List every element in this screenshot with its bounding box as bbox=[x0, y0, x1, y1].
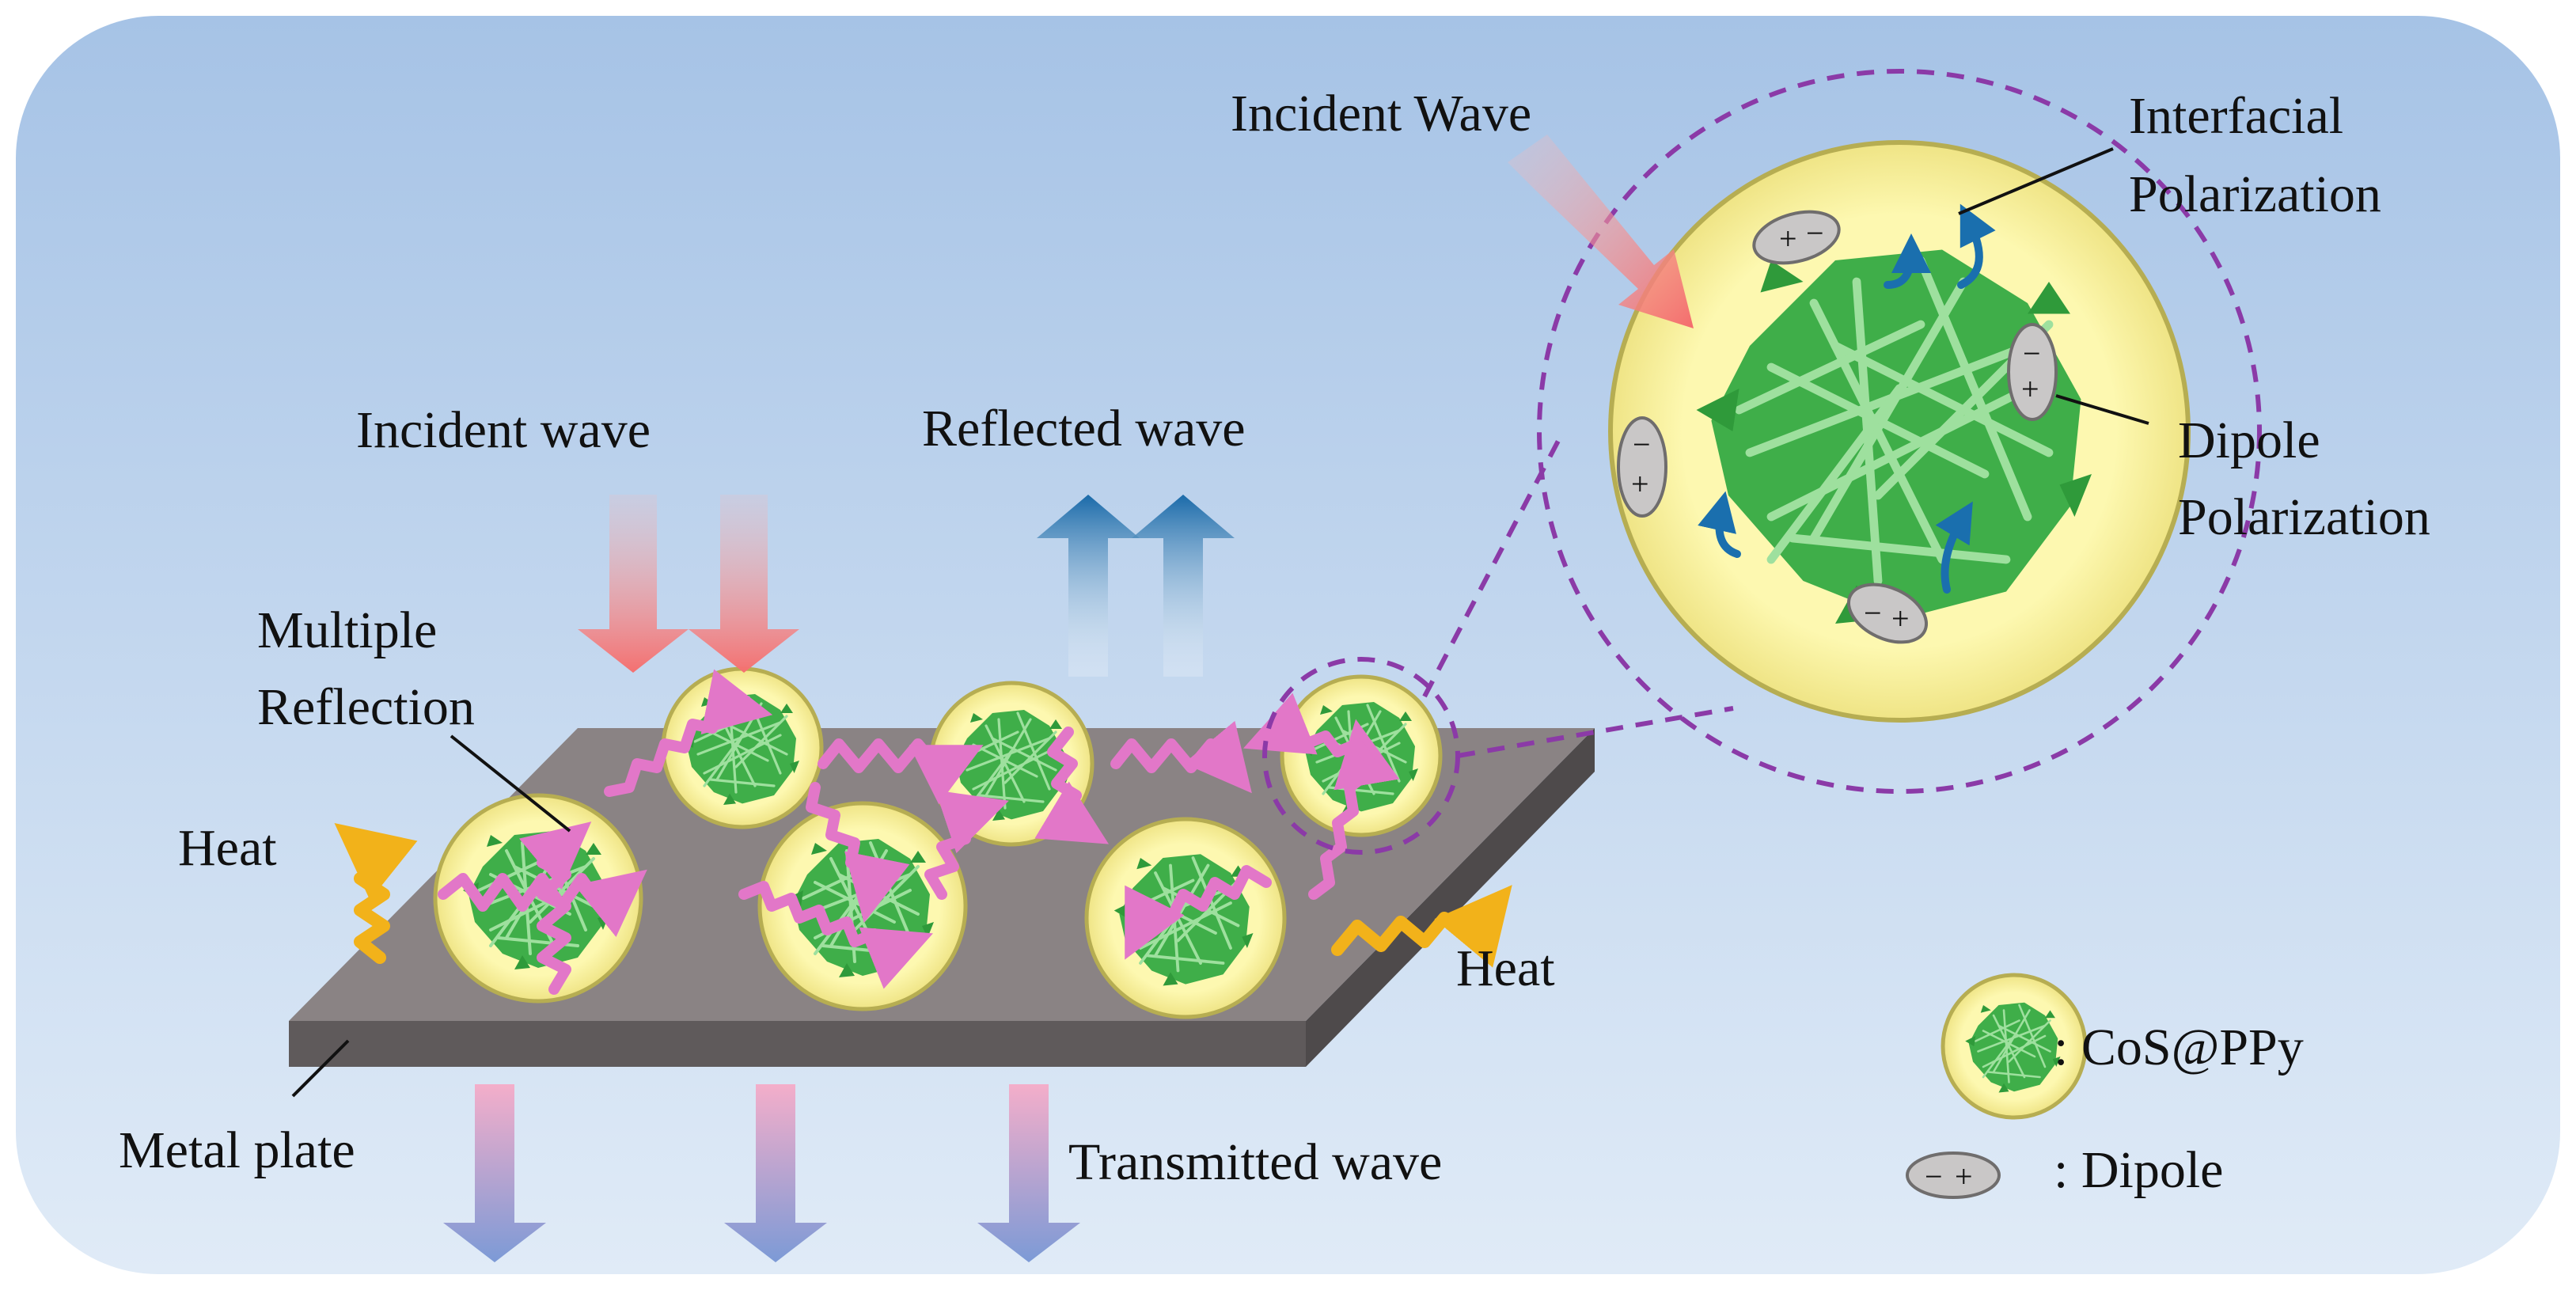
particle-5 bbox=[1084, 817, 1287, 1019]
dipole-3: − + bbox=[1617, 416, 1667, 518]
heat-waves bbox=[334, 823, 1512, 968]
svg-text:+: + bbox=[2021, 371, 2039, 407]
reflected-arrows bbox=[1037, 495, 1235, 677]
svg-text:+: + bbox=[1955, 1159, 1973, 1194]
label-metal-plate: Metal plate bbox=[119, 1121, 355, 1179]
legend-dipole-swatch: − + bbox=[1906, 1152, 2001, 1199]
zoomed-particle bbox=[1608, 140, 2191, 723]
interfacial-polarization-arrows bbox=[1698, 203, 1996, 594]
label-transmitted-wave: Transmitted wave bbox=[1068, 1133, 1442, 1191]
label-incident-wave: Incident wave bbox=[356, 401, 651, 459]
big-incident-arrow bbox=[1508, 135, 1694, 328]
svg-text:+: + bbox=[1779, 221, 1797, 256]
label-interfacial-line1: Interfacial bbox=[2129, 87, 2343, 145]
incident-arrows bbox=[578, 495, 799, 673]
leader-lines bbox=[291, 147, 2149, 1098]
dipole-2: − + bbox=[2007, 323, 2058, 421]
svg-text:+: + bbox=[1631, 466, 1649, 502]
label-multiple-line2: Reflection bbox=[257, 678, 475, 736]
label-incident-wave-top: Incident Wave bbox=[1231, 85, 1531, 142]
label-heat-right: Heat bbox=[1456, 939, 1555, 997]
svg-text:−: − bbox=[1864, 595, 1882, 631]
svg-text:+: + bbox=[1891, 601, 1910, 636]
zoom-connector bbox=[1262, 69, 2262, 855]
label-multiple-line1: Multiple bbox=[257, 601, 437, 659]
multiple-reflection-waves bbox=[438, 669, 1400, 995]
label-reflected-wave: Reflected wave bbox=[922, 400, 1246, 457]
label-dipole-line1: Dipole bbox=[2178, 412, 2320, 469]
svg-text:−: − bbox=[1806, 215, 1824, 251]
label-interfacial-line2: Polarization bbox=[2129, 165, 2381, 223]
svg-text:−: − bbox=[1925, 1159, 1943, 1194]
label-dipole-line2: Polarization bbox=[2178, 488, 2430, 546]
legend-particle-label: : CoS@PPy bbox=[2054, 1019, 2304, 1076]
svg-text:−: − bbox=[1633, 427, 1651, 462]
legend-particle-swatch bbox=[1941, 973, 2088, 1120]
legend-dipole-label: : Dipole bbox=[2054, 1141, 2223, 1199]
svg-text:−: − bbox=[2023, 336, 2041, 371]
legend: : CoS@PPy − + : Dipole bbox=[1906, 973, 2304, 1199]
transmitted-arrows bbox=[443, 1084, 1080, 1262]
dipole-1: + − bbox=[1752, 210, 1841, 265]
label-heat-left: Heat bbox=[178, 819, 277, 877]
dipole-4: − + bbox=[1846, 582, 1929, 644]
